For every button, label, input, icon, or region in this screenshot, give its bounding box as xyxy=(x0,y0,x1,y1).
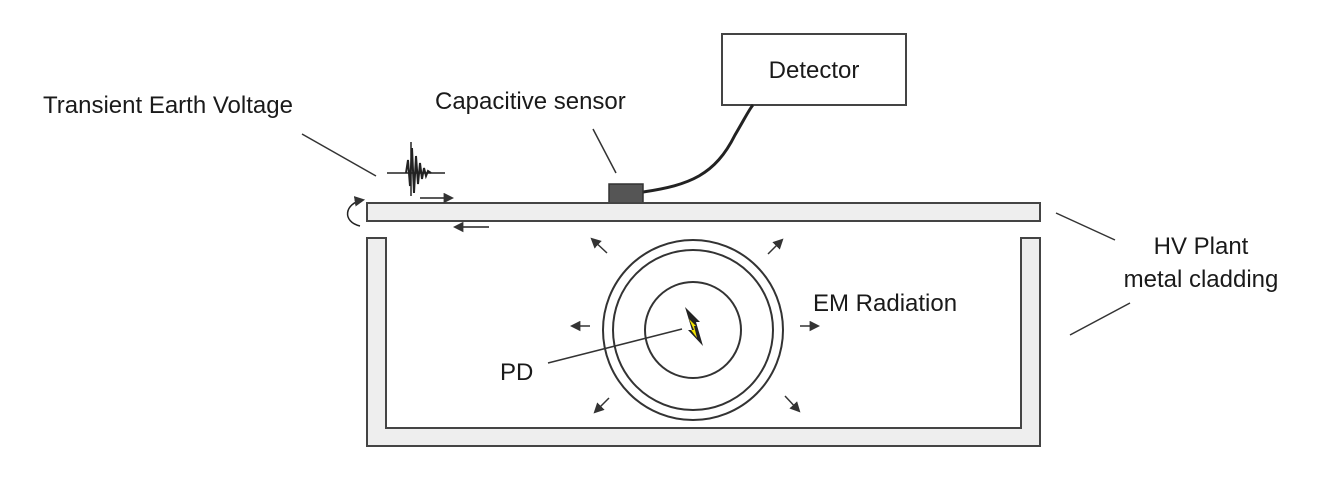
cladding-top-plate xyxy=(366,202,1041,222)
radiation-arrow-down-left xyxy=(593,397,610,414)
tev-label: Transient Earth Voltage xyxy=(43,92,293,119)
detector-label: Detector xyxy=(769,57,860,84)
sensor-leader-line xyxy=(592,128,617,174)
cladding-enclosure xyxy=(366,237,1041,447)
sensor-label: Capacitive sensor xyxy=(435,88,626,115)
em-ring-inner xyxy=(644,281,742,379)
sensor-cable xyxy=(642,103,755,194)
current-return-arrow xyxy=(346,196,366,227)
hv-label-line2: metal cladding xyxy=(1124,266,1279,293)
hv-leader-line-top xyxy=(1055,212,1116,241)
radiation-arrow-down-right xyxy=(784,395,801,413)
radiation-arrow-up-right xyxy=(767,238,784,255)
tev-leader-line xyxy=(301,133,377,177)
em-radiation-label: EM Radiation xyxy=(813,290,957,317)
pd-label: PD xyxy=(500,359,533,386)
lightning-bolt-icon xyxy=(685,307,703,346)
radiation-arrow-up-left xyxy=(590,237,608,254)
detector-box xyxy=(721,33,907,106)
capacitive-sensor xyxy=(608,183,644,204)
pd-leader-line xyxy=(547,328,683,364)
tev-pulse-waveform xyxy=(387,142,445,196)
em-ring-middle xyxy=(612,249,774,411)
hv-leader-line-bottom xyxy=(1069,302,1131,336)
hv-label-line1: HV Plant xyxy=(1154,233,1249,260)
em-ring-outer xyxy=(602,239,784,421)
